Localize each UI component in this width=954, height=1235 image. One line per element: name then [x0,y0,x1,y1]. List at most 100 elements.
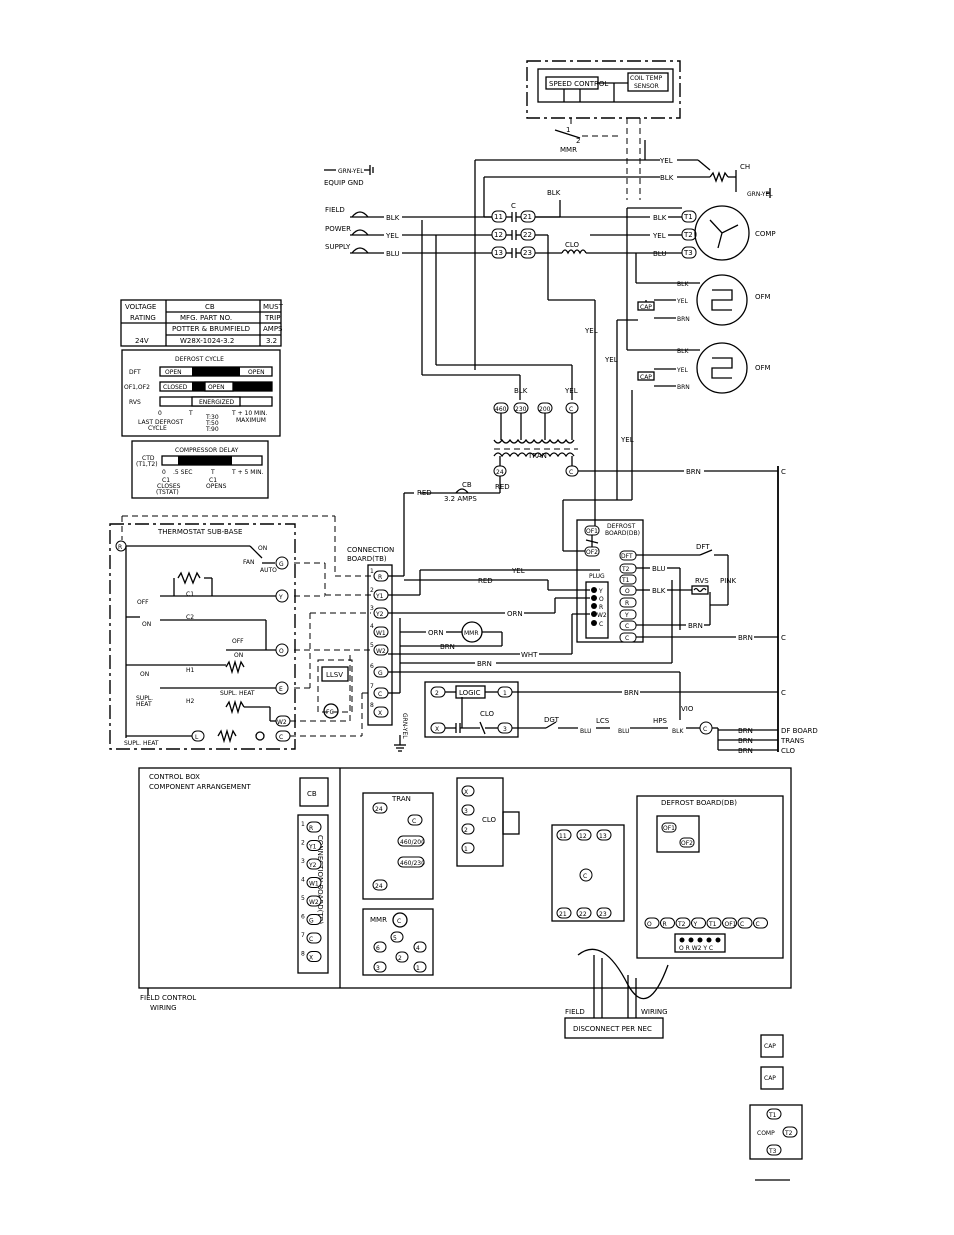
wire-red: RED [478,577,493,585]
cb-r1c3: TRIP [264,314,280,322]
of-closed: CLOSED [163,384,188,391]
thermo-r: R [118,544,122,551]
bus-clo: CLO [781,747,796,755]
term-13: 13 [494,249,503,257]
speed-control-label: SPEED CONTROL [549,80,608,88]
logic-1: 1 [503,690,507,697]
tb-n7: 7 [370,683,374,690]
cbox-tran-460200: 460/200 [400,839,425,846]
mmr-top-label: MMR [560,146,577,154]
tran-200: 200 [539,406,551,413]
cbox-tb-term: W2 [309,899,319,906]
tb-r: R [378,574,382,581]
cbox-contactor-top-shape [556,829,572,841]
cb-r3c2: W28X-1024-3.2 [180,337,234,345]
tb-n3: 3 [370,605,374,612]
cbox-contactor-bot-shape [596,907,612,919]
db-c1: C [625,623,629,630]
cbox-db-term-shape [644,917,660,929]
cbox-mmr-term-shape [413,941,427,953]
cbox-db-term-shape [660,917,675,929]
cbox-contactor-bot-shape [556,907,572,919]
term-11: 11 [494,213,503,221]
bus-trans: TRANS [780,737,805,745]
cbox-field-control2: WIRING [150,1004,177,1012]
defrost-t90: T:90 [205,426,219,433]
db-c2: C [625,635,629,642]
ch-grn-yel: GRN-YEL [747,191,773,198]
defrost-t30: T:30 [205,414,219,421]
cb-table: VOLTAGE RATING 24V CB MFG. PART NO. POTT… [120,299,284,347]
db-t2: T2 [621,566,630,573]
cd-closes: CLOSES [157,483,181,490]
cbox-clo-term-shape [461,785,475,797]
thermo-c2: C2 [186,614,194,621]
cbox-tb-term: X [309,955,313,962]
thermo-supl-heat: SUPL. HEAT [220,690,255,697]
ch-yel: YEL [659,157,673,165]
logic-3: 3 [503,726,507,733]
cbox-db-term: T1 [708,921,717,928]
cbox-mmr-term: 1 [416,965,420,972]
bus-df-board: DF BOARD [781,727,818,735]
cbox-db-term: C [756,921,760,928]
cbox-tb-num: 4 [301,877,305,884]
cbox-tb-num: 7 [301,932,305,939]
cbox-db-term: C [740,921,744,928]
cb-r3c1: 24V [135,337,149,345]
plug-label: PLUG [589,573,605,580]
cbox-tb-term: W1 [309,881,319,888]
tran-c-bot: C [569,469,573,476]
cbox-wiring: WIRING [641,1008,668,1016]
cbox-tb-num: 3 [301,858,305,865]
cbox-db-term: O [647,921,652,928]
comp-t3: T3 [683,249,693,257]
tran-yel: YEL [564,387,578,395]
sensor-label: SENSOR [634,83,659,90]
dgt-label: DGT [544,716,560,724]
wire-brn2: BRN [477,660,492,668]
thermo-on: ON [258,545,267,552]
field-power-supply: FIELD POWER SUPPLY BLK YEL BLU [325,206,492,258]
db-y: Y [624,612,629,619]
term-21: 21 [523,213,532,221]
cbox-contactor-top: 11 [559,833,567,840]
cbox-clo-term-shape [461,804,475,816]
thermo-h1: H1 [186,667,195,674]
equip-gnd-label: EQUIP GND [324,179,364,187]
logic-2: 2 [435,690,439,697]
tran-amps: 3.2 AMPS [444,495,477,503]
cbox-contactor-bot: 22 [579,911,587,918]
field-wiring-dashes: LLSV FC [290,516,371,737]
cbox-tb-term-shape [306,914,322,925]
cbox-cb: CB [307,790,317,798]
cbox-mmr-term: 4 [416,945,420,952]
thermo-w2: W2 [277,719,287,726]
tb-c: C [378,691,382,698]
cbox-tb-term: G [309,918,314,925]
cbox-contactor-top-shape [576,829,592,841]
logic-module: 2 LOGIC 1 BRN CLO X 3 DGT BLU LCS BLU HP… [424,681,778,750]
ofm-2: BLK YEL BRN CAP OFM YEL YEL YEL [584,319,771,500]
cb-r1c1: RATING [130,314,156,322]
cb-h1: VOLTAGE [125,303,156,311]
plug-w2: W2 [597,612,607,619]
blk-vertical-label: BLK [547,189,561,197]
cb-h2: CB [205,303,215,311]
cbox-db-term-shape [737,917,753,929]
cbox-tb-term-shape [306,895,322,907]
field-blk: BLK [386,214,400,222]
logic-x: X [435,726,439,733]
thermo-l: L [195,734,199,741]
cbox-clo-term-shape [461,823,475,835]
thermo-supl: SUPL. [136,695,153,702]
cbox-disconnect: DISCONNECT PER NEC [573,1025,652,1033]
wire-yel: YEL [511,567,525,575]
cb-r2c3: AMPS [263,325,283,333]
tran-c-top: C [569,406,573,413]
cbox-mmr-term-shape [413,961,427,973]
cbox-cap1: CAP [764,1043,776,1050]
cbox-db-term-shape [706,917,722,929]
